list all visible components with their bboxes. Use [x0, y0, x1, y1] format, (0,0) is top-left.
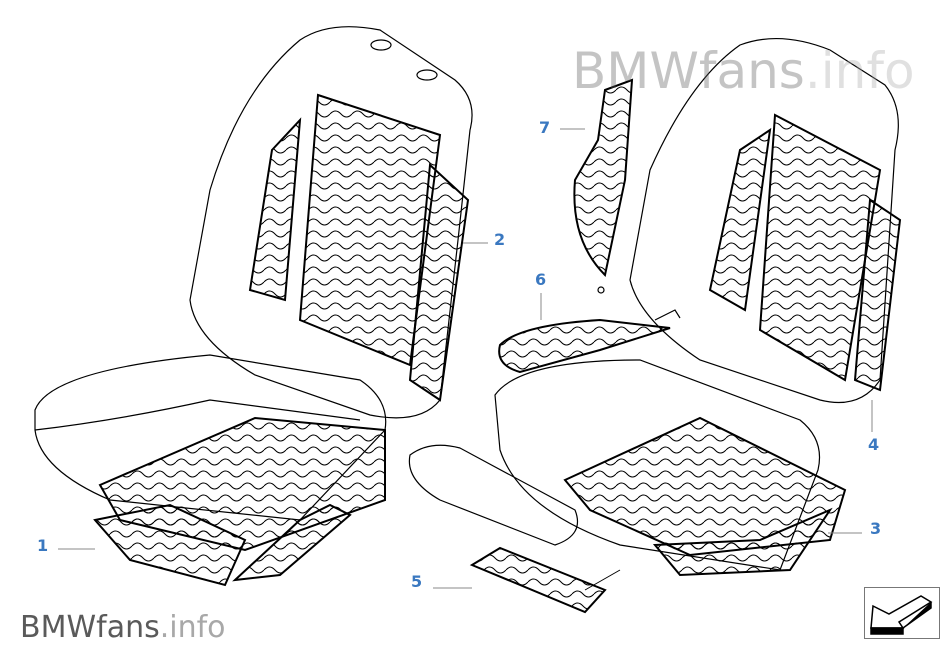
callout-1[interactable]: 1 [37, 536, 49, 555]
callout-4[interactable]: 4 [868, 435, 880, 454]
heating-element-backrest-right [708, 113, 902, 392]
heating-element-part-7 [573, 78, 634, 294]
callout-6[interactable]: 6 [535, 270, 547, 289]
callout-3[interactable]: 3 [870, 519, 882, 538]
heating-element-part-6 [498, 309, 681, 374]
left-seat-cushion [34, 354, 387, 521]
watermark-top: BMWfans.info [572, 42, 915, 100]
callout-7[interactable]: 7 [539, 118, 551, 137]
heating-element-backrest-left [248, 93, 470, 402]
heating-element-seat-left [93, 416, 386, 587]
right-seat-backrest [629, 38, 899, 404]
arrow-back-icon [870, 595, 933, 635]
heating-element-part-5 [469, 546, 621, 614]
front-cushion-extension [408, 444, 579, 546]
leader-lines [58, 128, 873, 589]
heating-element-seat-right [563, 416, 847, 577]
back-navigation-button[interactable] [864, 587, 940, 639]
right-seat-cushion [494, 359, 821, 571]
watermark-bottom: BMWfans.info [20, 610, 226, 645]
callout-2[interactable]: 2 [494, 230, 506, 249]
callout-5[interactable]: 5 [411, 572, 423, 591]
